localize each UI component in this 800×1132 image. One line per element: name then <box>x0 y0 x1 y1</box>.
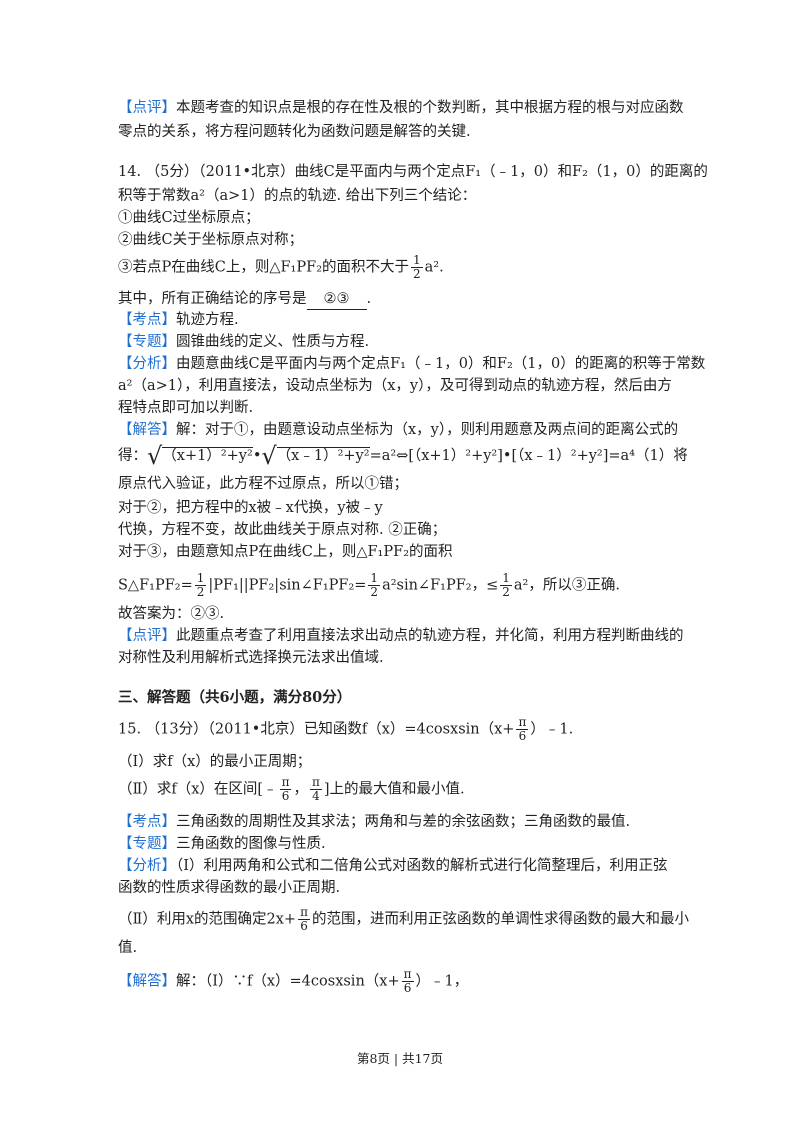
q14-jieda-4: 对于②，把方程中的x被﹣x代换，y被﹣y <box>118 500 383 516</box>
q14-jieda-6: 对于③，由题意知点P在曲线C上，则△F₁PF₂的面积 <box>118 544 453 560</box>
q14-dianping-1: 【点评】此题重点考查了利用直接法求出动点的轨迹方程，并化简，利用方程判断曲线的 <box>118 628 684 644</box>
page-footer: 第8页 | 共17页 <box>356 1051 444 1066</box>
q15-kaodian: 【考点】三角函数的周期性及其求法；两角和与差的余弦函数；三角函数的最值. <box>118 814 631 830</box>
q14-jieda-5: 代换，方程不变，故此曲线关于原点对称. ②正确； <box>118 522 447 538</box>
q14-dianping-2: 对称性及利用解析式选择换元法求出值域. <box>118 650 384 666</box>
review-line-2: 零点的关系，将方程问题转化为函数问题是解答的关键. <box>118 124 471 140</box>
q15-fenxi-2: 函数的性质求得函数的最小正周期. <box>118 880 341 896</box>
q14-jieda-3: 原点代入验证，此方程不过原点，所以①错； <box>118 476 408 492</box>
q14-jieda-1: 【解答】解：对于①，由题意设动点坐标为（x，y），则利用题意及两点间的距离公式的 <box>118 422 679 438</box>
q14-answer: 故答案为：②③. <box>118 606 225 622</box>
answer-blank: ②③ <box>306 289 367 310</box>
q14-stem-2: 积等于常数a²（a>1）的点的轨迹. 给出下列三个结论： <box>118 188 477 204</box>
q14-jieda-2: 得：√（x+1）²+y²•√（x﹣1）²+y²=a²⇔[（x+1）²+y²]•[… <box>118 442 688 470</box>
section-heading: 三、解答题（共6小题，满分80分） <box>118 689 352 706</box>
q15-zhuanti: 【专题】三角函数的图像与性质. <box>118 836 326 852</box>
q14-conclusion-2: ②曲线C关于坐标原点对称； <box>118 232 304 248</box>
q14-fenxi-2: a²（a>1），利用直接法，设动点坐标为（x，y），及可得到动点的轨迹方程，然后… <box>118 378 672 394</box>
review-line-1: 【点评】本题考查的知识点是根的存在性及根的个数判断，其中根据方程的根与对应函数 <box>118 100 684 116</box>
q15-part-1: （Ⅰ）求f（x）的最小正周期； <box>118 754 312 770</box>
q15-fenxi-1: 【分析】（Ⅰ）利用两角和公式和二倍角公式对函数的解析式进行化简整理后，利用正弦 <box>118 858 668 874</box>
q14-kaodian: 【考点】轨迹方程. <box>118 312 239 328</box>
q14-fenxi-1: 【分析】由题意曲线C是平面内与两个定点F₁（﹣1，0）和F₂（1，0）的距离的积… <box>118 356 706 372</box>
q14-fenxi-3: 程特点即可加以判断. <box>118 400 254 416</box>
q15-fenxi-4: 值. <box>118 940 138 956</box>
q14-zhuanti: 【专题】圆锥曲线的定义、性质与方程. <box>118 334 370 350</box>
q14-stem-1: 14. （5分）（2011•北京）曲线C是平面内与两个定点F₁（﹣1，0）和F₂… <box>118 164 708 180</box>
q14-conclusion-1: ①曲线C过坐标原点； <box>118 210 260 226</box>
